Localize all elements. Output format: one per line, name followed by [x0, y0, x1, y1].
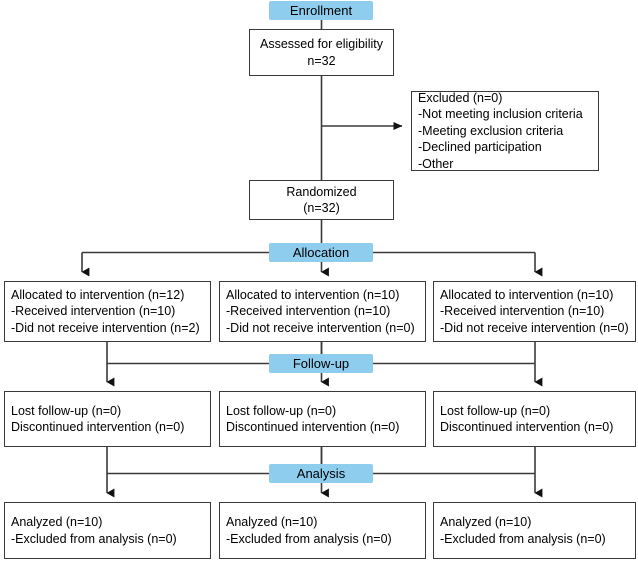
allocation-received: -Received intervention (n=10) — [11, 304, 176, 319]
allocation-not-received: -Did not receive intervention (n=0) — [440, 320, 629, 335]
allocation-allocated: Allocated to intervention (n=10) — [226, 287, 400, 302]
followup-discontinued: Discontinued intervention (n=0) — [11, 420, 185, 434]
excluded-reason-not-meeting-inclusion: -Not meeting inclusion criteria — [418, 107, 583, 122]
followup-discontinued: Discontinued intervention (n=0) — [440, 420, 614, 434]
box-allocation-arm-2: Allocated to intervention (n=10) -Receiv… — [219, 281, 426, 342]
excluded-reason-declined: -Declined participation — [418, 140, 542, 155]
analysis-analyzed: Analyzed (n=10) — [226, 515, 318, 529]
box-analysis-arm-3: Analyzed (n=10) -Excluded from analysis … — [433, 502, 636, 559]
followup-lost: Lost follow-up (n=0) — [226, 403, 337, 418]
box-followup-arm-1: Lost follow-up (n=0) Discontinued interv… — [4, 391, 211, 447]
stage-banner-followup: Follow-up — [269, 354, 373, 373]
allocation-not-received: -Did not receive intervention (n=0) — [226, 320, 415, 335]
box-analysis-arm-1: Analyzed (n=10) -Excluded from analysis … — [4, 502, 211, 559]
box-assessed-for-eligibility: Assessed for eligibility n=32 — [249, 29, 394, 76]
excluded-reason-meeting-exclusion: -Meeting exclusion criteria — [418, 123, 564, 138]
allocation-allocated: Allocated to intervention (n=10) — [440, 287, 614, 302]
box-excluded: Excluded (n=0) -Not meeting inclusion cr… — [411, 91, 599, 171]
stage-banner-enrollment: Enrollment — [269, 1, 373, 20]
followup-lost: Lost follow-up (n=0) — [11, 403, 122, 418]
box-followup-arm-3: Lost follow-up (n=0) Discontinued interv… — [433, 391, 636, 447]
analysis-analyzed: Analyzed (n=10) — [440, 515, 532, 529]
eligibility-count: n=32 — [307, 53, 336, 68]
box-followup-arm-2: Lost follow-up (n=0) Discontinued interv… — [219, 391, 426, 447]
eligibility-title: Assessed for eligibility — [260, 37, 383, 51]
box-allocation-arm-3: Allocated to intervention (n=10) -Receiv… — [433, 281, 636, 342]
excluded-title: Excluded (n=0) — [418, 90, 503, 105]
stage-banner-analysis: Analysis — [269, 464, 373, 483]
allocation-not-received: -Did not receive intervention (n=2) — [11, 320, 200, 335]
followup-lost: Lost follow-up (n=0) — [440, 403, 551, 418]
allocation-allocated: Allocated to intervention (n=12) — [11, 287, 185, 302]
randomized-count: (n=32) — [303, 201, 340, 215]
analysis-excluded: -Excluded from analysis (n=0) — [440, 531, 606, 546]
analysis-excluded: -Excluded from analysis (n=0) — [11, 531, 177, 546]
box-allocation-arm-1: Allocated to intervention (n=12) -Receiv… — [4, 281, 211, 342]
analysis-excluded: -Excluded from analysis (n=0) — [226, 531, 392, 546]
allocation-received: -Received intervention (n=10) — [440, 304, 605, 319]
box-analysis-arm-2: Analyzed (n=10) -Excluded from analysis … — [219, 502, 426, 559]
stage-banner-allocation: Allocation — [269, 243, 373, 262]
allocation-received: -Received intervention (n=10) — [226, 304, 391, 319]
analysis-analyzed: Analyzed (n=10) — [11, 515, 103, 529]
excluded-reason-other: -Other — [418, 156, 454, 171]
randomized-title: Randomized — [286, 184, 357, 199]
followup-discontinued: Discontinued intervention (n=0) — [226, 420, 400, 434]
box-randomized: Randomized (n=32) — [249, 180, 394, 220]
